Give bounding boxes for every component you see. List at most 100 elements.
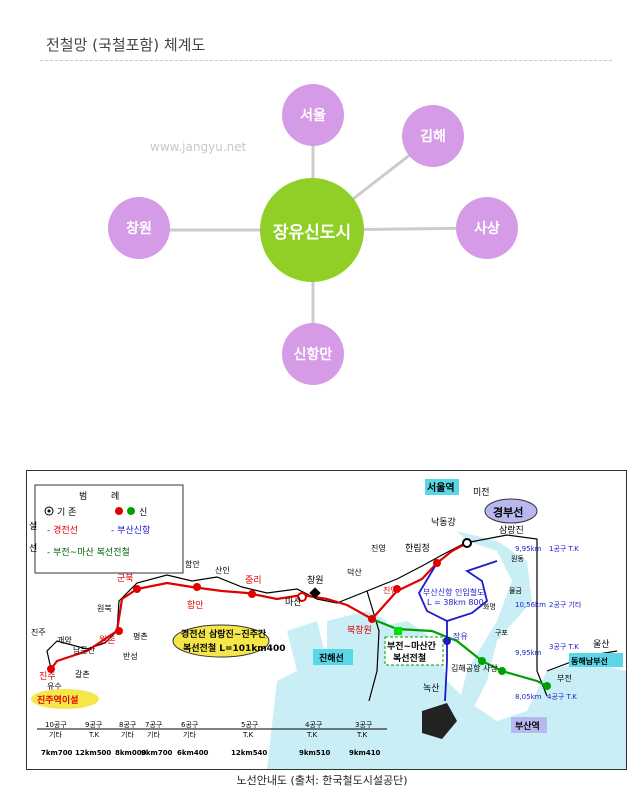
- label-tk3: 3공구 T.K: [549, 643, 579, 651]
- map-caption: 노선안내도 (출처: 한국철도시설공단): [236, 774, 408, 787]
- section-7-a: 3공구: [355, 721, 373, 729]
- label-wondong: 원동: [511, 554, 524, 563]
- legend-busan-newport: - 부산신항: [111, 525, 150, 536]
- label-jinhae: 진해선: [319, 652, 344, 664]
- label-deoksan: 덕산: [347, 567, 362, 577]
- section-3-a: 7공구: [145, 721, 163, 729]
- label-mulgeum: 물금: [509, 587, 522, 595]
- label-miryang: 미전: [473, 487, 490, 498]
- legend-box: [34, 484, 184, 574]
- section-0-a: 10공구: [45, 721, 67, 729]
- label-saang: 사상: [483, 663, 498, 673]
- label-namgang: 남문산: [73, 645, 96, 655]
- station-hallim: [433, 559, 441, 567]
- section-6-a: 4공구: [305, 721, 323, 729]
- label-ulsan: 울산: [593, 639, 610, 650]
- label-tk2: 2공구 기타: [549, 600, 582, 609]
- label-dist2: 10,56km: [515, 601, 546, 609]
- section-0-b: 기타: [49, 730, 62, 739]
- label-jungni: 중리: [245, 575, 262, 586]
- line-blue-newport: [417, 560, 498, 622]
- label-jinyoung: 진영: [371, 543, 386, 553]
- label-seoul: 서울역: [427, 481, 455, 494]
- node-center-jangyu[interactable]: 장유신도시: [260, 178, 364, 282]
- line-blue-noksan: [444, 621, 448, 702]
- legend-new-red: [115, 507, 123, 515]
- station-jungni: [248, 590, 256, 598]
- busan-station-box: [511, 717, 547, 733]
- label-jinju: 진주: [39, 671, 56, 682]
- label-jangyu: 장유: [453, 631, 468, 641]
- railway-map-svg: 범 례 기 존 신 설 선 - 경전선 - 부산신항 - 부전~마산 복선전철: [29, 479, 626, 769]
- legend-gyeongjeon: - 경전선: [47, 524, 78, 536]
- legend-side-top: 설: [29, 521, 37, 532]
- watermark: www.jangyu.net: [150, 140, 247, 154]
- label-yusu: 유수: [47, 682, 62, 691]
- section-6-km: 9km510: [299, 749, 331, 757]
- label-bujeon: 부전: [557, 673, 572, 683]
- label-gimhae-airport: 김해공항: [451, 663, 481, 673]
- label-jinju-small: 진주: [31, 627, 46, 637]
- legend-side-bottom: 선: [29, 543, 37, 554]
- section-2-km: 8km000: [115, 749, 147, 757]
- label-gyeongjeon-box1: 경전선 삼랑진~진주간: [181, 628, 267, 640]
- section-5-km: 12km540: [231, 749, 267, 757]
- label-wonbuk: 원북: [97, 604, 112, 613]
- section-1-b: T.K: [88, 731, 100, 739]
- section-7-km: 9km410: [349, 749, 381, 757]
- label-busan-newport-len: L = 38km 800: [427, 598, 484, 607]
- label-gyeongjeon-box2: 복선전철 L=101km400: [183, 642, 285, 654]
- label-busan-newport: 부산신항 인입철도: [423, 587, 484, 597]
- station-samnangjin: [462, 538, 472, 548]
- line-red-gyeongjeon: [50, 542, 468, 670]
- bottom-sections: 10공구 기타 7km700 9공구 T.K 12km500 8공구 기타 8k…: [41, 721, 381, 757]
- section-3-km: 9km700: [141, 749, 173, 757]
- node-gimhae[interactable]: 김해: [402, 105, 464, 167]
- station-haman: [193, 583, 201, 591]
- legend-new-green: [127, 507, 135, 515]
- section-3-b: 기타: [147, 730, 160, 739]
- label-pyeongchon: 평촌: [133, 631, 148, 641]
- legend-new: 신: [139, 507, 147, 518]
- node-changwon[interactable]: 창원: [108, 197, 170, 259]
- section-4-a: 6공구: [181, 721, 199, 729]
- label-nakdong: 낙동강: [431, 517, 456, 528]
- label-hallim: 한림정: [405, 542, 430, 554]
- label-gyeongbu: 경부선: [493, 505, 523, 519]
- bujeon-masan-box: [384, 636, 444, 666]
- legend-title-right: 례: [111, 491, 119, 502]
- section-1-a: 9공구: [85, 721, 103, 729]
- legend-existing-dot: [47, 509, 51, 513]
- node-seoul[interactable]: 서울: [282, 84, 344, 146]
- jinju-station-oval: [31, 689, 99, 709]
- gyeongjeon-oval: [172, 624, 270, 658]
- station-jangyu: [443, 637, 451, 645]
- label-hwamyeong: 화명: [483, 602, 496, 611]
- line-black-sub: [366, 590, 380, 702]
- section-4-km: 6km400: [177, 749, 209, 757]
- station-bukchangwon: [368, 615, 376, 623]
- label-bujeon-masan2: 복선전철: [393, 652, 426, 664]
- section-6-b: T.K: [306, 731, 318, 739]
- station-masan: [297, 592, 307, 602]
- label-wolchon: 월촌: [99, 634, 116, 646]
- label-haman2: 함안: [185, 559, 200, 569]
- label-samnangjin: 삼랑진: [499, 524, 524, 536]
- label-dist3: 9,95km: [515, 649, 542, 657]
- node-sasang[interactable]: 사상: [456, 197, 518, 259]
- label-gaeyang: 개양: [57, 635, 72, 645]
- line-gyeongbu-black: [464, 534, 548, 697]
- line-green-bujeon: [371, 617, 548, 687]
- label-galchon: 갈촌: [75, 670, 90, 679]
- label-tk1: 1공구 T.K: [549, 545, 579, 553]
- section-4-b: 기타: [183, 730, 196, 739]
- label-sansin: 산인: [215, 565, 230, 575]
- station-bujeon: [543, 682, 551, 690]
- section-5-b: T.K: [242, 731, 254, 739]
- title-divider: [40, 60, 612, 61]
- node-sinhangman[interactable]: 신항만: [282, 323, 344, 385]
- label-gupo: 구포: [495, 629, 508, 637]
- label-gunbuk: 군북: [117, 573, 134, 584]
- station-banseong: [115, 627, 123, 635]
- section-2-b: 기타: [121, 730, 134, 739]
